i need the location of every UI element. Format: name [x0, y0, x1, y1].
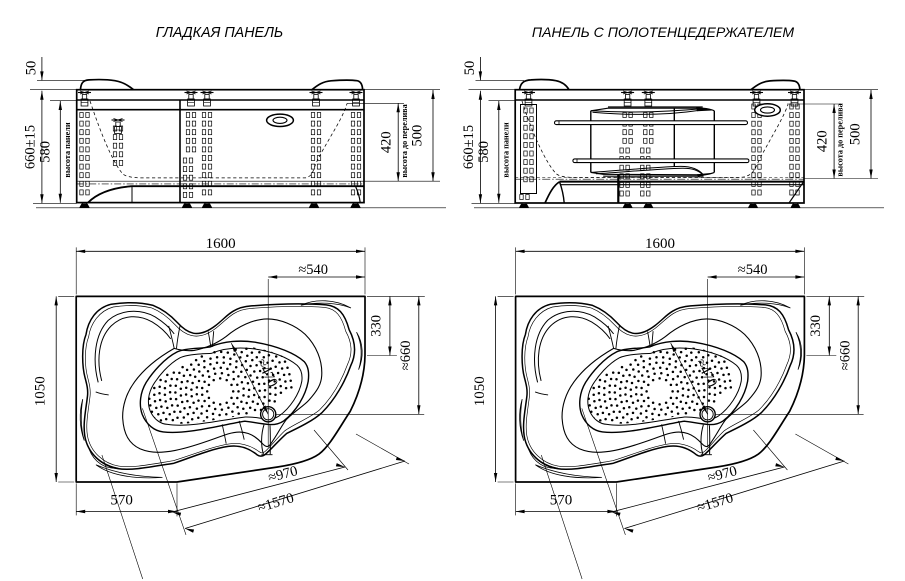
- svg-text:570: 570: [550, 493, 573, 509]
- svg-text:≈540: ≈540: [298, 262, 328, 278]
- svg-text:1050: 1050: [472, 376, 488, 406]
- svg-text:1600: 1600: [206, 236, 236, 252]
- svg-text:≈970: ≈970: [706, 463, 739, 486]
- svg-text:330: 330: [808, 315, 824, 337]
- svg-text:высота до перелива: высота до перелива: [400, 104, 409, 177]
- svg-text:высота панели: высота панели: [63, 122, 72, 177]
- svg-text:580: 580: [38, 141, 54, 163]
- svg-text:высота панели: высота панели: [502, 122, 511, 177]
- svg-text:420: 420: [379, 131, 395, 153]
- svg-text:580: 580: [476, 141, 492, 163]
- svg-text:660±15: 660±15: [461, 125, 477, 169]
- svg-text:330: 330: [369, 315, 385, 337]
- svg-text:1600: 1600: [645, 236, 675, 252]
- svg-text:≈970: ≈970: [267, 463, 300, 486]
- svg-text:≈660: ≈660: [398, 341, 414, 371]
- svg-text:50: 50: [462, 61, 478, 76]
- svg-text:ПАНЕЛЬ С ПОЛОТЕНЦЕДЕРЖАТЕЛЕМ: ПАНЕЛЬ С ПОЛОТЕНЦЕДЕРЖАТЕЛЕМ: [532, 24, 794, 40]
- svg-text:ГЛАДКАЯ ПАНЕЛЬ: ГЛАДКАЯ ПАНЕЛЬ: [156, 25, 283, 41]
- svg-text:500: 500: [410, 125, 426, 147]
- svg-text:570: 570: [110, 493, 133, 509]
- svg-text:≈540: ≈540: [738, 262, 768, 278]
- svg-text:660±15: 660±15: [22, 125, 38, 169]
- svg-text:высота до перелива: высота до перелива: [836, 103, 845, 176]
- svg-text:50: 50: [23, 61, 39, 76]
- svg-text:500: 500: [848, 123, 864, 145]
- svg-text:≈660: ≈660: [838, 341, 854, 371]
- svg-text:1050: 1050: [33, 376, 49, 406]
- svg-text:420: 420: [815, 130, 831, 152]
